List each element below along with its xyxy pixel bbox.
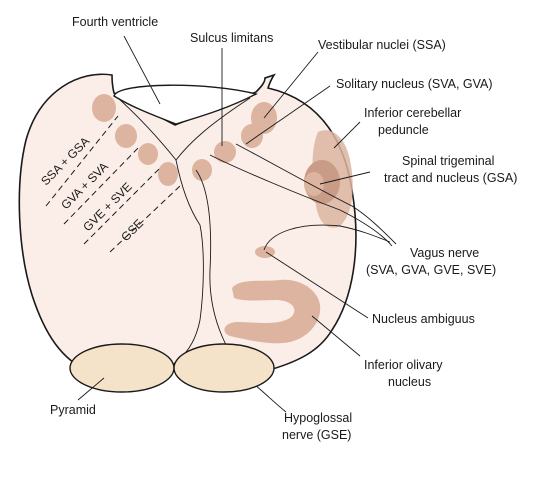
vagus-nerve-root-3 [263,224,391,251]
dorsal-motor-blob [192,159,212,181]
label-inferior-cerebellar-1: Inferior cerebellar [364,106,461,120]
label-hypoglossal-1: Hypoglossal [284,411,352,425]
solitary-nucleus-blob [214,141,236,163]
left-ssa-blob [92,94,116,122]
label-spinal-trigeminal-2: tract and nucleus (GSA) [384,171,517,185]
label-vestibular-nuclei: Vestibular nuclei (SSA) [318,38,446,52]
label-nucleus-ambiguus: Nucleus ambiguus [372,312,475,326]
vagus-nerve-root-1 [209,154,393,247]
label-inferior-cerebellar-2: peduncle [378,123,429,137]
leader-spinal-trigeminal [319,171,371,185]
leader-pyramid [77,377,105,401]
column-divider-2 [63,145,141,225]
label-hypoglossal-2: nerve (GSE) [282,428,351,442]
medulla-outline [18,73,357,379]
label-vagus-1: Vagus nerve [410,246,479,260]
leader-solitary [245,85,331,145]
right-pyramid [173,343,275,393]
left-gsa-blob [115,124,137,148]
label-inferior-olivary-2: nucleus [388,375,431,389]
leader-nucleus-ambiguus [265,251,369,319]
column-divider-4 [109,185,181,253]
leader-inferior-cerebellar [333,121,361,149]
leader-vestibular [263,51,319,119]
midline [175,159,204,361]
label-pyramid: Pyramid [50,403,96,417]
vagus-nerve-root-2 [235,143,397,245]
spinal-trigeminal-tract [304,172,324,196]
vestibular-nucleus-blob-2 [241,124,263,148]
leader-fourth-ventricle [123,35,161,105]
left-gva-blob [138,143,158,165]
label-spinal-trigeminal-1: Spinal trigeminal [402,154,494,168]
label-vagus-2: (SVA, GVA, GVE, SVE) [366,263,496,277]
fourth-ventricle-shape [113,84,258,125]
label-solitary-nucleus: Solitary nucleus (SVA, GVA) [336,77,493,91]
left-gse-blob [158,162,178,186]
column-divider-3 [83,167,161,245]
left-pyramid [69,343,175,393]
hypoglossal-nerve [195,169,287,413]
leader-inferior-olivary [311,315,361,357]
label-sulcus-limitans: Sulcus limitans [190,31,273,45]
label-fourth-ventricle: Fourth ventricle [72,15,158,29]
label-inferior-olivary-1: Inferior olivary [364,358,443,372]
inferior-olivary-nucleus [224,279,321,344]
